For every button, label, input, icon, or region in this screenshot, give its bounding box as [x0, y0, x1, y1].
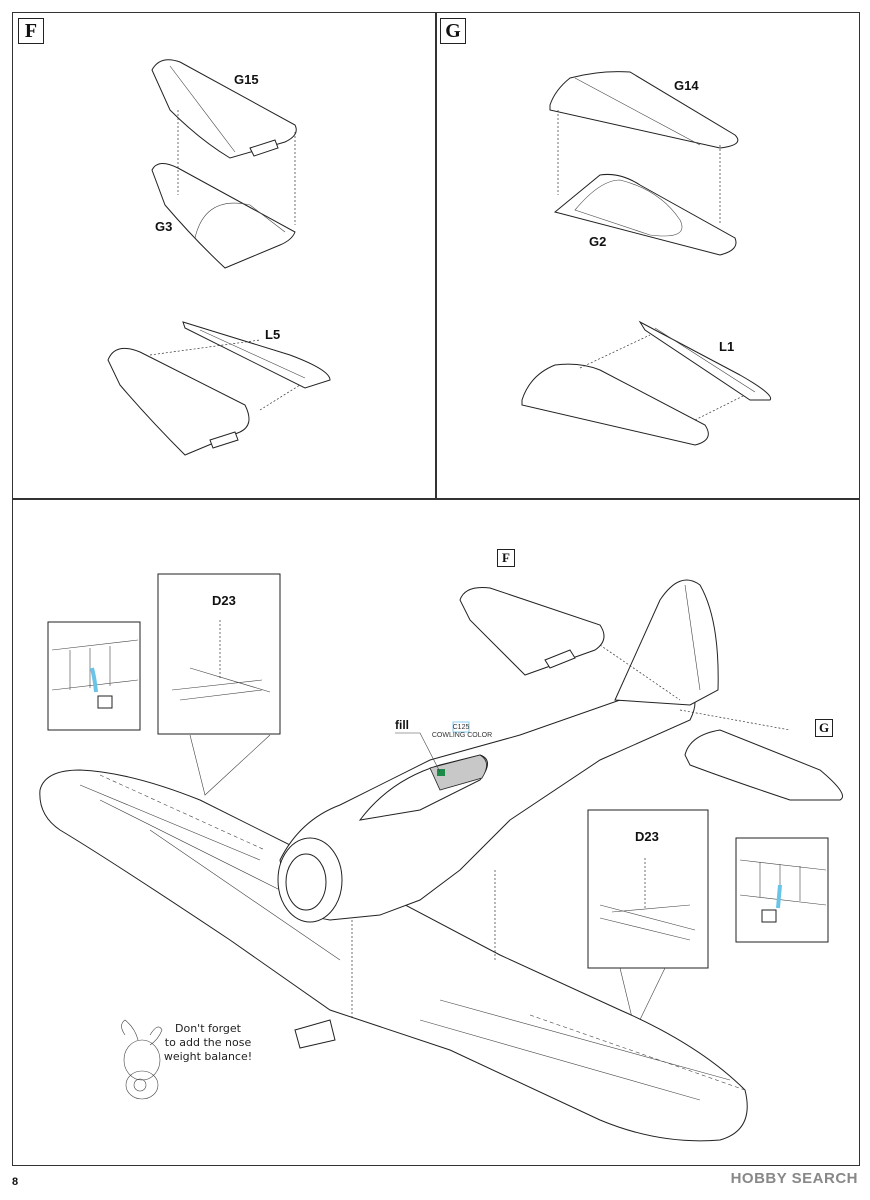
- section-g-drawing: [521, 71, 772, 446]
- paint-code: C125: [452, 724, 470, 731]
- part-label-g14: G14: [674, 78, 699, 93]
- paint-name: COWLING COLOR: [431, 732, 493, 739]
- section-g-marker: G: [440, 18, 466, 44]
- section-f-marker: F: [18, 18, 44, 44]
- part-label-g15: G15: [234, 72, 259, 87]
- section-f-frame: [12, 12, 437, 500]
- detail-part-label-d23-right: D23: [635, 829, 659, 844]
- note-line-2: to add the nose: [164, 1036, 252, 1049]
- note-line-1: Don't forget: [175, 1022, 241, 1035]
- part-label-g3: G3: [155, 219, 173, 234]
- section-g-frame: [435, 12, 860, 500]
- main-assembly-frame: [12, 498, 860, 1166]
- page-number: 8: [12, 1176, 19, 1188]
- part-label-l1: L1: [719, 339, 735, 354]
- nose-weight-note: Don't forget to add the nose weight bala…: [158, 1022, 258, 1064]
- part-label-g2: G2: [589, 234, 607, 249]
- main-aircraft-drawing: [39, 573, 843, 1142]
- section-f-drawing: [107, 59, 331, 456]
- ref-marker-f: F: [497, 549, 515, 567]
- part-label-l5: L5: [265, 327, 281, 342]
- detail-part-label-d23-left: D23: [212, 593, 236, 608]
- note-line-3: weight balance!: [163, 1050, 253, 1063]
- fill-label: fill: [395, 718, 409, 732]
- ref-marker-g: G: [815, 719, 833, 737]
- watermark: HOBBY SEARCH: [730, 1170, 858, 1187]
